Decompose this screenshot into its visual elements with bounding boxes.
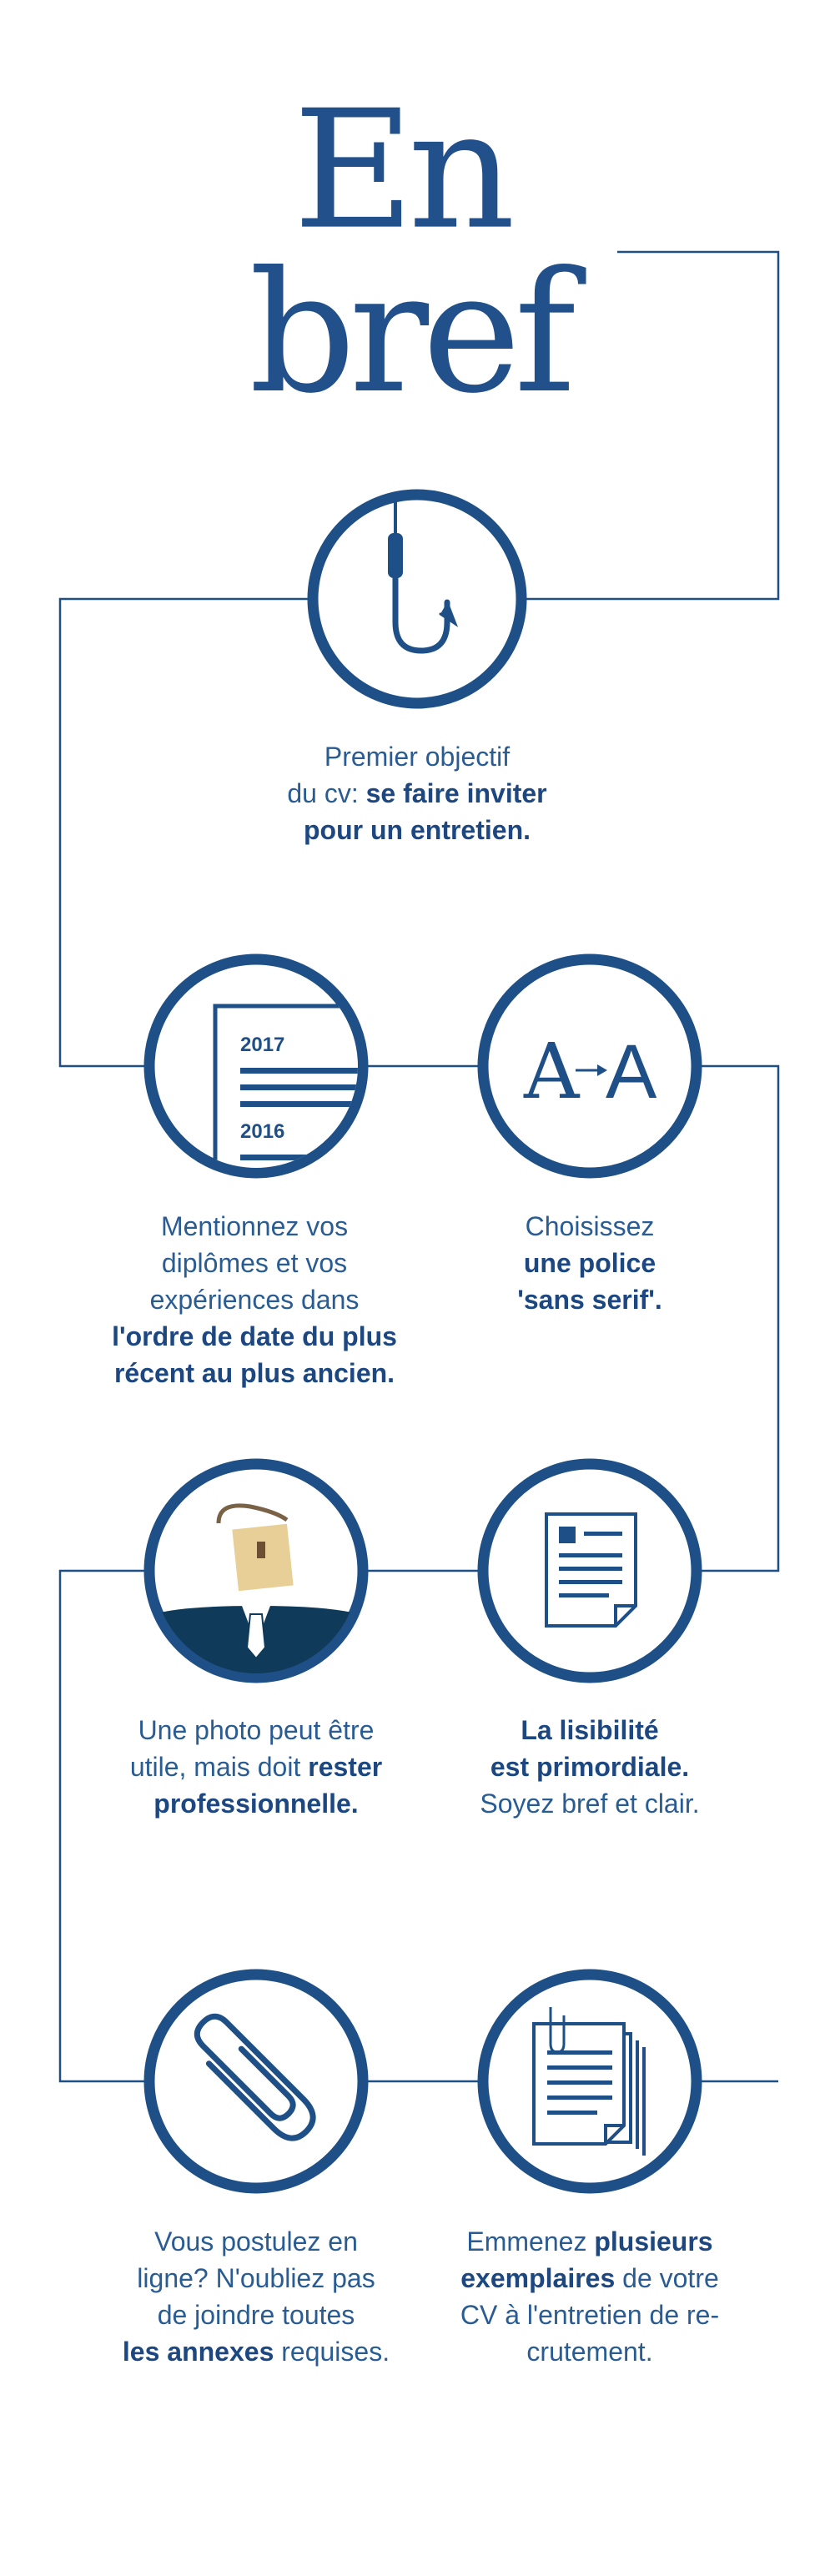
circle-hook xyxy=(307,489,527,709)
caption-text: Choisissez xyxy=(525,1211,655,1241)
paperclip-icon xyxy=(194,2013,316,2141)
circle-font: A A xyxy=(477,953,702,1179)
serif-a-glyph: A xyxy=(523,1027,581,1116)
circle-photo xyxy=(143,1458,369,1683)
fishing-hook-icon xyxy=(388,499,459,654)
caption-emphasis: les annexes xyxy=(122,2337,274,2367)
font-change-icon: A A xyxy=(523,1027,657,1116)
caption-text: Emmenez xyxy=(466,2226,595,2257)
circle-diploma: 2017 2016 xyxy=(143,953,369,1179)
document-icon xyxy=(545,1512,637,1628)
title-line-1: En xyxy=(293,75,516,266)
circle-copies xyxy=(477,1969,702,2194)
sans-a-glyph: A xyxy=(606,1029,657,1114)
title-line-2: bref xyxy=(249,236,576,430)
document-copies-icon xyxy=(532,2007,646,2156)
year-2016: 2016 xyxy=(240,1120,284,1143)
circle-document xyxy=(477,1458,702,1683)
year-2017: 2017 xyxy=(240,1034,284,1056)
connector-lines xyxy=(58,250,780,2083)
caption-text-end: Soyez bref et clair. xyxy=(480,1789,700,1819)
step-3-caption: Choisissez une police'sans serif'. xyxy=(450,1208,729,1318)
caption-emphasis: une police'sans serif'. xyxy=(517,1248,662,1315)
circle-paperclip xyxy=(143,1969,369,2194)
caption-text-end: requises. xyxy=(274,2337,390,2367)
